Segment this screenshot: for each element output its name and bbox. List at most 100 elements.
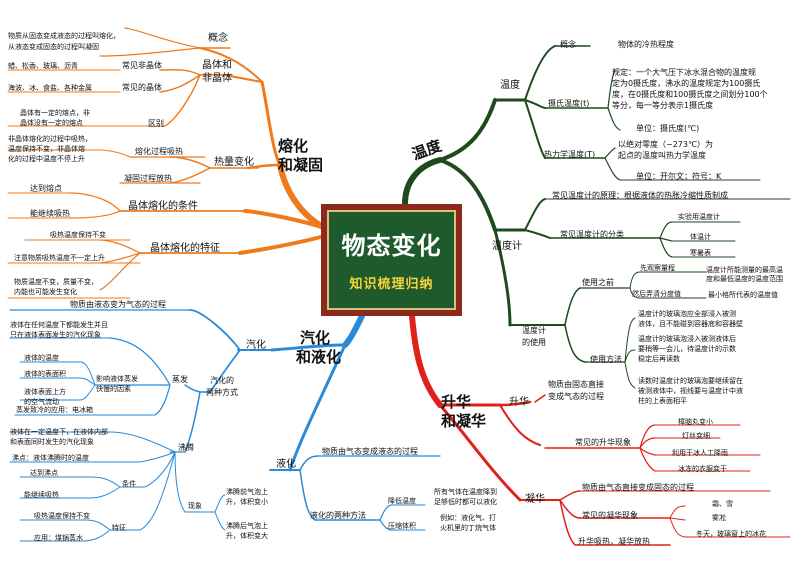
method-2-line1: 温度计的玻璃泡浸入被测液体后 (638, 335, 736, 343)
phenomenon-1-line2: 升，体积变小 (226, 498, 268, 506)
evaporation-def-2: 只在液体表面发生的汽化现象 (10, 331, 101, 339)
celsius-rule-1: 规定：一个大气压下冰水混合物的温度规 (612, 68, 756, 77)
crystal-label-line2: 非晶体 (202, 73, 232, 84)
boiling-condition-label: 条件 (122, 480, 136, 488)
two-ways-line1: 汽化的 (210, 376, 234, 385)
method-1-line1: 温度计的玻璃泡应全部浸入被测 (638, 310, 736, 318)
kelvin-unit: 单位：开尔文；符号：K (636, 172, 722, 181)
evaporation-application: 蒸发致冷的应用：电冰箱 (16, 406, 93, 414)
factor-3-line2: 的空气流动 (24, 398, 59, 406)
heat-note-line2: 温度保持不变，非晶体熔 (8, 145, 85, 153)
difference-line1: 晶体有一定的熔点，非 (20, 109, 90, 117)
deposition-common-label: 常见的凝华现象 (582, 511, 638, 520)
melt-absorb-label: 熔化过程吸热 (135, 147, 183, 156)
division-label: 然后弄清分度值 (632, 290, 681, 298)
lower-temp-label: 降低温度 (388, 497, 416, 505)
crystal-items-examples: 海波、冰、食盐、各种金属 (8, 84, 92, 92)
boiling-feature-label: 特征 (112, 524, 126, 532)
usage-label-line1: 温度计 (522, 326, 546, 335)
central-title: 物态变化 (341, 231, 442, 260)
temp-concept-label: 概念 (560, 40, 576, 49)
compress-note-1: 例如：液化气、打 (440, 514, 496, 522)
deposition-item-3: 冬天，玻璃窗上的冰花 (696, 530, 766, 538)
phenomenon-2-line1: 沸腾后气泡上 (226, 522, 268, 530)
central-topic: 物态变化 知识梳理归纳 (321, 204, 462, 316)
central-subtitle: 知识梳理归纳 (349, 277, 434, 292)
sublimation-item-3: 利用干冰人工降雨 (672, 449, 728, 457)
compress-label: 压缩体积 (388, 522, 416, 530)
thermometer-type-3: 寒暑表 (690, 249, 711, 257)
melting-main-line1: 熔化 (278, 137, 309, 155)
thermometer-principle: 常见温度计的原理：根据液体的热胀冷缩性质制成 (552, 191, 728, 200)
evaporation-def-1: 液体在任何温度下都能发生并且 (10, 321, 108, 329)
melting-concept-line1: 物质从固态变成液态的过程叫熔化， (8, 32, 120, 40)
method-3-line1: 读数时温度计的玻璃泡要继续留在 (638, 377, 743, 385)
vaporization-label: 汽化 (246, 340, 266, 351)
kelvin-rule-1: 以绝对零度（−273℃）为 (618, 140, 713, 149)
melting-concept-label: 概念 (208, 33, 228, 44)
boiling-label: 沸腾 (178, 443, 194, 452)
kelvin-label: 热力学温度(T) (544, 150, 596, 159)
condition-item-1: 达到熔点 (30, 184, 62, 193)
sublimation-def-2: 变成气态的过程 (548, 392, 604, 401)
sublimation-def-1: 物质由固态直接 (548, 380, 604, 389)
melting-main-line2: 和凝固 (278, 156, 324, 174)
sublimation-common-label: 常见的升华现象 (575, 438, 631, 447)
boiling-condition-2: 能继续吸热 (24, 491, 59, 499)
thermometer-type-1: 实验用温度计 (678, 213, 720, 221)
usage-method-label: 使用方法 (590, 355, 622, 364)
conditions-label: 晶体熔化的条件 (128, 201, 198, 212)
boiling-def-1: 液体在一定温度下，在液体内部 (10, 428, 108, 436)
difference-line2: 晶体没有一定的熔点 (20, 119, 83, 127)
temperature-node: 温度 (500, 80, 520, 91)
features-label: 晶体熔化的特征 (150, 243, 220, 254)
feature-item-4: 内能也可能发生变化 (14, 288, 77, 296)
feature-item-3: 物质温度不变，质量不变， (14, 278, 98, 286)
solidify-release-label: 凝固过程放热 (124, 174, 172, 183)
vaporization-main-line1: 汽化 (300, 329, 331, 347)
deposition-item-2: 雾凇 (712, 514, 726, 522)
factor-3-line1: 液体表面上方 (24, 388, 66, 396)
liquefaction-label: 液化 (276, 459, 296, 470)
celsius-label: 摄氏温度(t) (548, 99, 590, 108)
sublimation-item-1: 樟脑丸变小 (678, 418, 713, 426)
boiling-feature-1: 吸热温度保持不变 (34, 512, 90, 520)
boiling-phenomenon-label: 现象 (188, 502, 202, 510)
factors-line1: 影响液体蒸发 (96, 375, 138, 383)
celsius-rule-4: 等分，每一等分表示1摄氏度 (612, 101, 714, 110)
compress-note-2: 火机里的丁烷气体 (440, 524, 496, 532)
heat-note-line1: 非晶体熔化的过程中吸热， (8, 135, 92, 143)
lower-temp-note-1: 所有气体在温度降到 (434, 488, 497, 496)
heat-change-label: 热量变化 (214, 157, 254, 168)
phenomenon-1-line1: 沸腾前气泡上 (226, 488, 268, 496)
celsius-rule-3: 度，在0摄氏度和100摄氏度之间划分100个 (612, 90, 768, 99)
noncrystal-label: 常见非晶体 (122, 61, 162, 70)
evaporation-label: 蒸发 (172, 375, 188, 384)
thermometer-type-2: 体温计 (690, 233, 711, 241)
phenomenon-2-line2: 升，体积变大 (226, 532, 268, 540)
deposition-def: 物质由气态直接变成固态的过程 (582, 483, 694, 492)
method-2-line2: 要稍等一会儿，待温度计的示数 (638, 345, 736, 353)
observe-range-label: 先观察量程 (640, 264, 675, 272)
sublimation-item-4: 冰冻的衣服变干 (678, 465, 727, 473)
difference-label: 区别 (148, 119, 164, 128)
thermometer-label: 温度计 (492, 241, 522, 252)
crystal-label-line1: 晶体和 (202, 60, 232, 71)
temp-concept-value: 物体的冷热程度 (618, 40, 674, 49)
usage-label-line2: 的使用 (522, 338, 546, 347)
method-2-line3: 稳定后再读数 (638, 355, 680, 363)
lower-temp-note-2: 足够低时都可以液化 (434, 498, 497, 506)
method-1-line2: 液体，且不能碰到容器底和容器壁 (638, 320, 743, 328)
thermometer-types-label: 常见温度计的分类 (560, 230, 624, 239)
vaporization-def: 物质由液态变为气态的过程 (70, 300, 166, 309)
condition-item-2: 能继续吸热 (30, 209, 70, 218)
sublimation-heat-note: 升华吸热，凝华放热 (578, 537, 650, 546)
crystal-items-label: 常见的晶体 (122, 83, 162, 92)
melting-concept-line2: 从液态变成固态的过程叫凝固 (8, 43, 99, 51)
feature-item-2: 注意物质吸热温度不一定上升 (14, 254, 105, 262)
factors-line2: 快慢的因素 (96, 385, 131, 393)
factor-1: 液体的温度 (24, 354, 59, 362)
factor-2: 液体的表面积 (24, 370, 66, 378)
noncrystal-examples: 蜡、松香、玻璃、沥青 (8, 62, 78, 70)
